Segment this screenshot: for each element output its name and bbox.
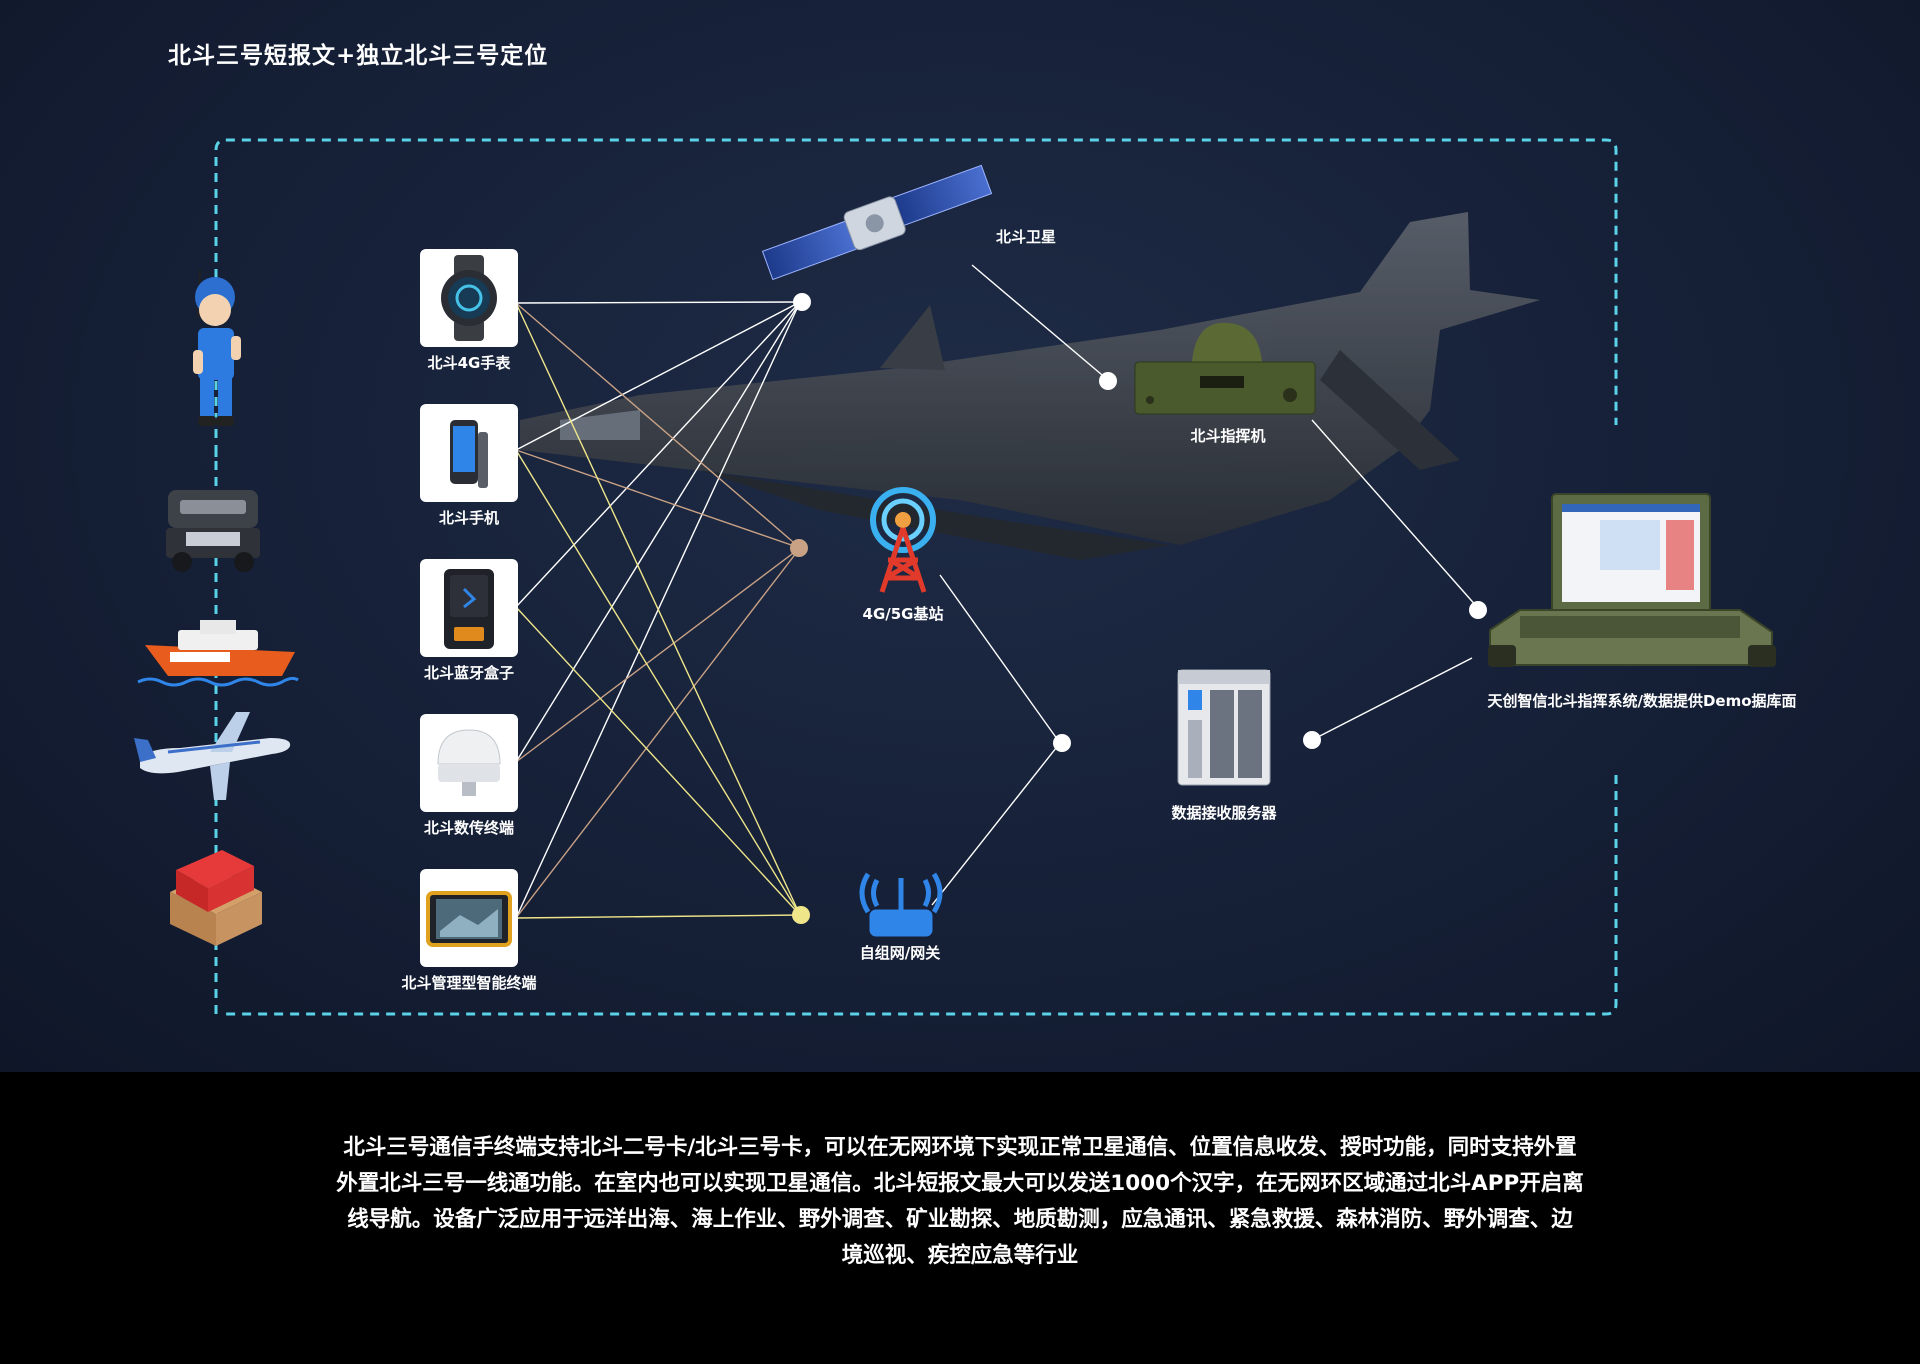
data-terminal-icon bbox=[437, 729, 501, 796]
commander-label: 北斗指挥机 bbox=[1190, 427, 1266, 445]
device-label-1: 北斗手机 bbox=[438, 509, 500, 527]
device-label-0: 北斗4G手表 bbox=[427, 354, 511, 372]
base-station-label: 4G/5G基站 bbox=[862, 605, 944, 623]
description-band bbox=[0, 1072, 1920, 1364]
device-tile-4[interactable] bbox=[420, 869, 518, 967]
suv-icon bbox=[166, 490, 260, 572]
phone-icon bbox=[450, 420, 488, 488]
base-station-icon bbox=[870, 487, 936, 593]
device-label-2: 北斗蓝牙盒子 bbox=[423, 664, 515, 682]
node-tan bbox=[790, 539, 808, 557]
soldier-icon bbox=[193, 269, 241, 426]
tablet-terminal-icon bbox=[426, 891, 512, 947]
link-nodes bbox=[790, 293, 1487, 924]
device-label-3: 北斗数传终端 bbox=[423, 819, 515, 837]
description-line: 北斗三号通信手终端支持北斗二号卡/北斗三号卡，可以在无网环境下实现正常卫星通信、… bbox=[343, 1135, 1577, 1160]
white-links bbox=[515, 264, 1479, 919]
device-label-4: 北斗管理型智能终端 bbox=[401, 974, 537, 992]
device-tile-2[interactable] bbox=[420, 559, 518, 657]
node-satellite bbox=[793, 293, 811, 311]
device-tile-0[interactable] bbox=[420, 249, 518, 347]
device-tile-1[interactable] bbox=[420, 404, 518, 502]
satellite-label: 北斗卫星 bbox=[995, 228, 1057, 246]
description-line: 外置北斗三号一线通功能。在室内也可以实现卫星通信。北斗短报文最大可以发送1000… bbox=[336, 1171, 1584, 1196]
description-text: 北斗三号通信手终端支持北斗二号卡/北斗三号卡，可以在无网环境下实现正常卫星通信、… bbox=[180, 1130, 1740, 1274]
server-label: 数据接收服务器 bbox=[1171, 804, 1277, 822]
satellite-icon bbox=[761, 164, 993, 281]
description-line: 境巡视、疾控应急等行业 bbox=[841, 1243, 1079, 1268]
node-network bbox=[1053, 734, 1071, 752]
description-line: 线导航。设备广泛应用于远洋出海、海上作业、野外调查、矿业勘探、地质勘测，应急通讯… bbox=[347, 1207, 1573, 1232]
dashed-boundary bbox=[214, 138, 1618, 1016]
mesh-gateway-icon bbox=[859, 872, 943, 937]
node-server bbox=[1303, 731, 1321, 749]
rescue-boat-icon bbox=[137, 620, 299, 687]
node-commander bbox=[1099, 372, 1117, 390]
laptop-label: 天创智信北斗指挥系统/数据提供Demo据库面 bbox=[1487, 692, 1797, 710]
node-yellow bbox=[792, 906, 810, 924]
mesh-label: 自组网/网关 bbox=[859, 944, 941, 962]
diagram-canvas bbox=[134, 138, 1776, 1016]
node-laptop bbox=[1469, 601, 1487, 619]
airplane-icon bbox=[134, 712, 291, 800]
device-tile-3[interactable] bbox=[420, 714, 518, 812]
bluetooth-box-icon bbox=[444, 569, 494, 649]
laptop-icon bbox=[1488, 493, 1776, 667]
parcel-icon bbox=[170, 850, 262, 946]
commander-machine-icon bbox=[1134, 322, 1316, 415]
tan-links bbox=[515, 302, 801, 919]
yellow-links bbox=[515, 302, 801, 919]
diagram-stage: 北斗三号短报文+独立北斗三号定位 bbox=[0, 0, 1920, 1072]
diagram-title: 北斗三号短报文+独立北斗三号定位 bbox=[168, 43, 549, 69]
smartwatch-icon bbox=[441, 255, 497, 341]
server-icon bbox=[1177, 669, 1271, 786]
